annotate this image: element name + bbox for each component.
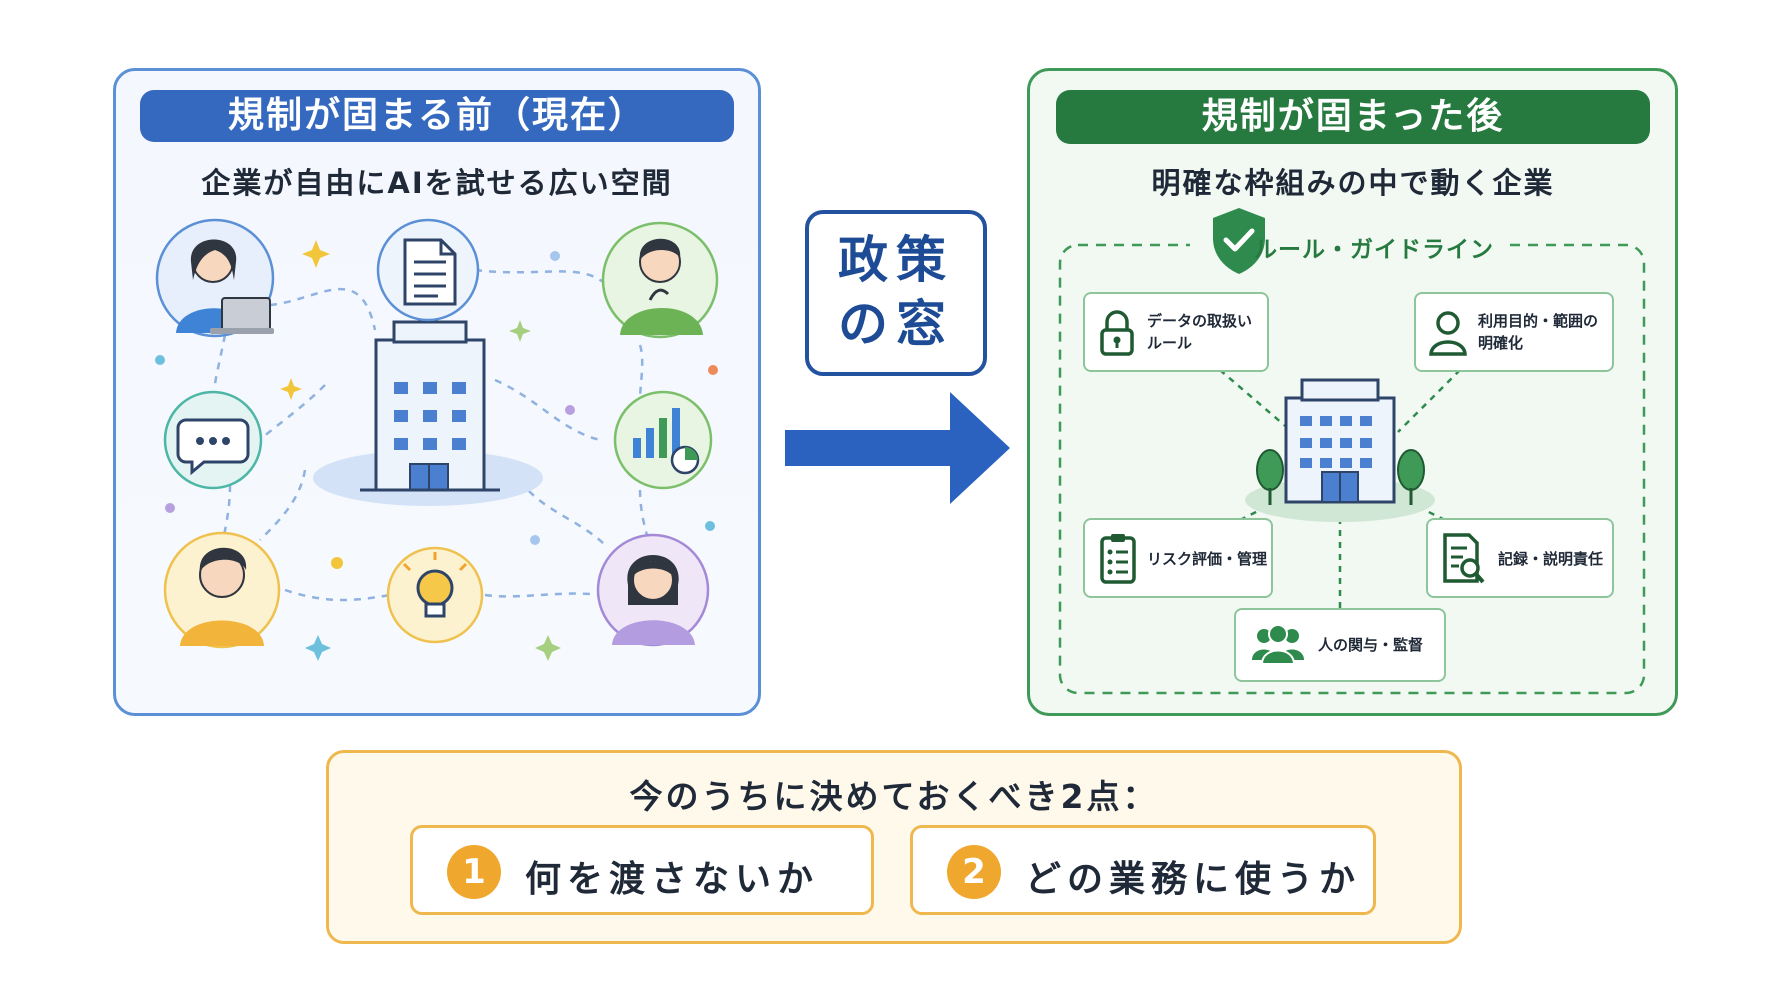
person-outline-icon xyxy=(1429,311,1467,356)
decision-point-1: 1 何を渡さないか xyxy=(410,825,874,915)
card-purpose-line-2: 明確化 xyxy=(1478,334,1524,352)
checklist-icon xyxy=(1100,534,1136,584)
person-laptop-icon xyxy=(155,218,275,338)
woman-icon xyxy=(596,533,710,647)
card-human-label: 人の関与・監督 xyxy=(1318,636,1424,654)
card-human-oversight: 人の関与・監督 xyxy=(1234,608,1446,682)
after-subtitle: 明確な枠組みの中で動く企業 xyxy=(1151,166,1555,200)
chat-bubble-icon xyxy=(163,390,263,490)
policy-window-line-1: 政策 xyxy=(838,231,954,289)
point-2-text: どの業務に使うか xyxy=(1025,859,1362,900)
document-icon xyxy=(376,218,480,322)
lock-icon xyxy=(1100,310,1134,356)
framework-label: ルール・ガイドライン xyxy=(1254,237,1494,263)
before-title: 規制が固まる前（現在） xyxy=(140,90,734,142)
before-subtitle: 企業が自由にAIを試せる広い空間 xyxy=(201,166,673,200)
card-purpose-scope: 利用目的・範囲の 明確化 xyxy=(1414,292,1614,372)
card-purpose-line-1: 利用目的・範囲の xyxy=(1478,312,1599,330)
decision-point-2: 2 どの業務に使うか xyxy=(910,825,1376,915)
card-data-line-1: データの取扱い xyxy=(1147,312,1253,330)
card-risk-assessment: リスク評価・管理 xyxy=(1083,518,1273,598)
lightbulb-icon xyxy=(386,546,484,644)
bar-chart-icon xyxy=(613,390,713,490)
document-search-icon xyxy=(1443,533,1485,584)
thinking-person-icon xyxy=(601,221,719,339)
card-risk-label: リスク評価・管理 xyxy=(1147,550,1268,568)
point-2-number-badge: 2 xyxy=(947,845,1001,899)
point-1-text: 何を渡さないか xyxy=(525,859,820,900)
policy-window-line-2: の窓 xyxy=(838,295,954,353)
transition-arrow xyxy=(785,392,1010,504)
point-1-number-badge: 1 xyxy=(447,845,501,899)
company-building-green-icon xyxy=(1245,378,1435,522)
card-record-label: 記録・説明責任 xyxy=(1498,550,1604,568)
company-building-icon xyxy=(313,320,543,506)
decor-sparkles xyxy=(155,240,718,661)
young-man-icon xyxy=(163,531,281,649)
after-title: 規制が固まった後 xyxy=(1056,90,1650,144)
shield-check-icon xyxy=(1213,208,1265,274)
card-record-accountability: 記録・説明責任 xyxy=(1426,518,1614,598)
card-data-line-2: ルール xyxy=(1147,334,1193,352)
decision-points-title: 今のうちに決めておくべき2点： xyxy=(629,777,1159,816)
card-data-handling: データの取扱い ルール xyxy=(1083,292,1269,372)
policy-window-box: 政策 の窓 xyxy=(805,210,987,376)
group-people-icon xyxy=(1252,624,1304,665)
